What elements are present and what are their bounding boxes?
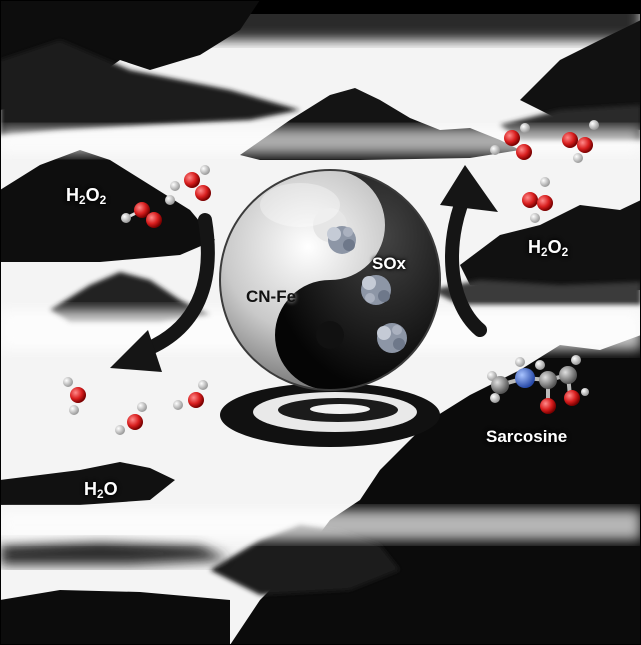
h2o-label: H2O xyxy=(84,479,118,501)
mountain-lower-left xyxy=(0,462,230,645)
h2o2-label-left: H2O2 xyxy=(66,185,107,207)
peroxide-molecule xyxy=(170,165,211,201)
peroxide-molecule xyxy=(490,123,532,160)
enzyme-label: SOx xyxy=(372,254,407,273)
water-molecule xyxy=(115,402,147,435)
mountain-right-mid xyxy=(430,200,641,305)
peroxide-molecule xyxy=(562,120,599,163)
sarcosine-molecule xyxy=(487,355,589,414)
peroxide-molecule xyxy=(522,177,553,223)
curved-arrow-right xyxy=(440,165,498,337)
catalyst-label: CN-Fe xyxy=(246,287,297,306)
water-molecule xyxy=(173,380,208,410)
enzyme-protein xyxy=(327,226,407,353)
mountain-lower-right xyxy=(210,335,641,645)
yin-yang-sphere xyxy=(219,169,441,391)
mountain-left-mid xyxy=(0,150,215,322)
sarcosine-label: Sarcosine xyxy=(486,427,568,446)
h2o2-label-right: H2O2 xyxy=(528,237,569,259)
peroxide-molecule xyxy=(121,195,175,228)
curved-arrow-left xyxy=(110,213,215,372)
water-molecule xyxy=(63,377,86,415)
mountain-top-left xyxy=(0,0,300,135)
ink-swirl xyxy=(220,383,440,447)
